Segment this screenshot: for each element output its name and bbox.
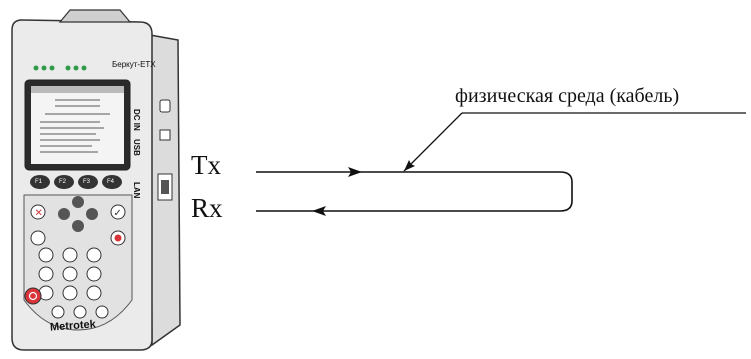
key-2 [62, 247, 78, 263]
power-icon [28, 291, 38, 301]
screen-header-bar [31, 86, 124, 93]
power-key [24, 287, 42, 305]
medium-callout-leader [403, 112, 463, 172]
rx-label: Rx [191, 193, 223, 223]
status-led-row [33, 65, 87, 71]
function-keys [30, 175, 122, 189]
tx-label: Tx [191, 150, 221, 180]
usb-port-label: USB [132, 139, 141, 156]
dc-in-port-label: DC IN [132, 109, 141, 131]
function-key-f1 [30, 175, 50, 189]
function-key-f2-label: F2 [59, 179, 67, 185]
key-1 [38, 247, 54, 263]
svg-text:✓: ✓ [114, 208, 122, 219]
function-key-f3-label: F3 [83, 179, 91, 185]
dc-in-port [159, 99, 171, 113]
arrow-right-key [86, 208, 98, 220]
tx-arrowhead [348, 167, 362, 177]
key-3 [86, 247, 102, 263]
medium-callout-arrowhead [404, 160, 415, 171]
function-key-f4 [102, 175, 122, 189]
ok-key [110, 204, 126, 220]
arrow-left-key [58, 208, 70, 220]
usb-port [159, 129, 171, 141]
key-5 [62, 266, 78, 282]
tester-device: ✕ ✓ [11, 9, 181, 351]
cancel-key [30, 204, 46, 220]
screen-text-lines [40, 99, 110, 153]
arrow-down-key [72, 220, 84, 232]
lan-port-label: LAN [132, 182, 141, 199]
key-star [51, 305, 65, 319]
svg-text:✕: ✕ [35, 208, 43, 219]
function-key-f4-label: F4 [107, 179, 115, 185]
key-9 [86, 285, 102, 301]
arrow-up-key [72, 196, 84, 208]
key-4 [38, 266, 54, 282]
lock-key [30, 230, 46, 246]
function-key-f1-label: F1 [35, 179, 43, 185]
medium-label: физическая среда (кабель) [455, 85, 680, 107]
loopback-cable [256, 171, 573, 212]
device-top-connector [58, 9, 132, 23]
function-key-f3 [78, 175, 98, 189]
key-hash [95, 305, 109, 319]
tx-line [256, 171, 573, 212]
rx-arrowhead [312, 206, 326, 216]
key-0 [73, 305, 87, 319]
function-key-f2 [54, 175, 74, 189]
screen [31, 86, 124, 164]
navigation-keys: ✕ ✓ [30, 196, 126, 246]
key-8 [62, 285, 78, 301]
device-model-label: Беркут-ETX [112, 60, 156, 69]
key-6 [86, 266, 102, 282]
